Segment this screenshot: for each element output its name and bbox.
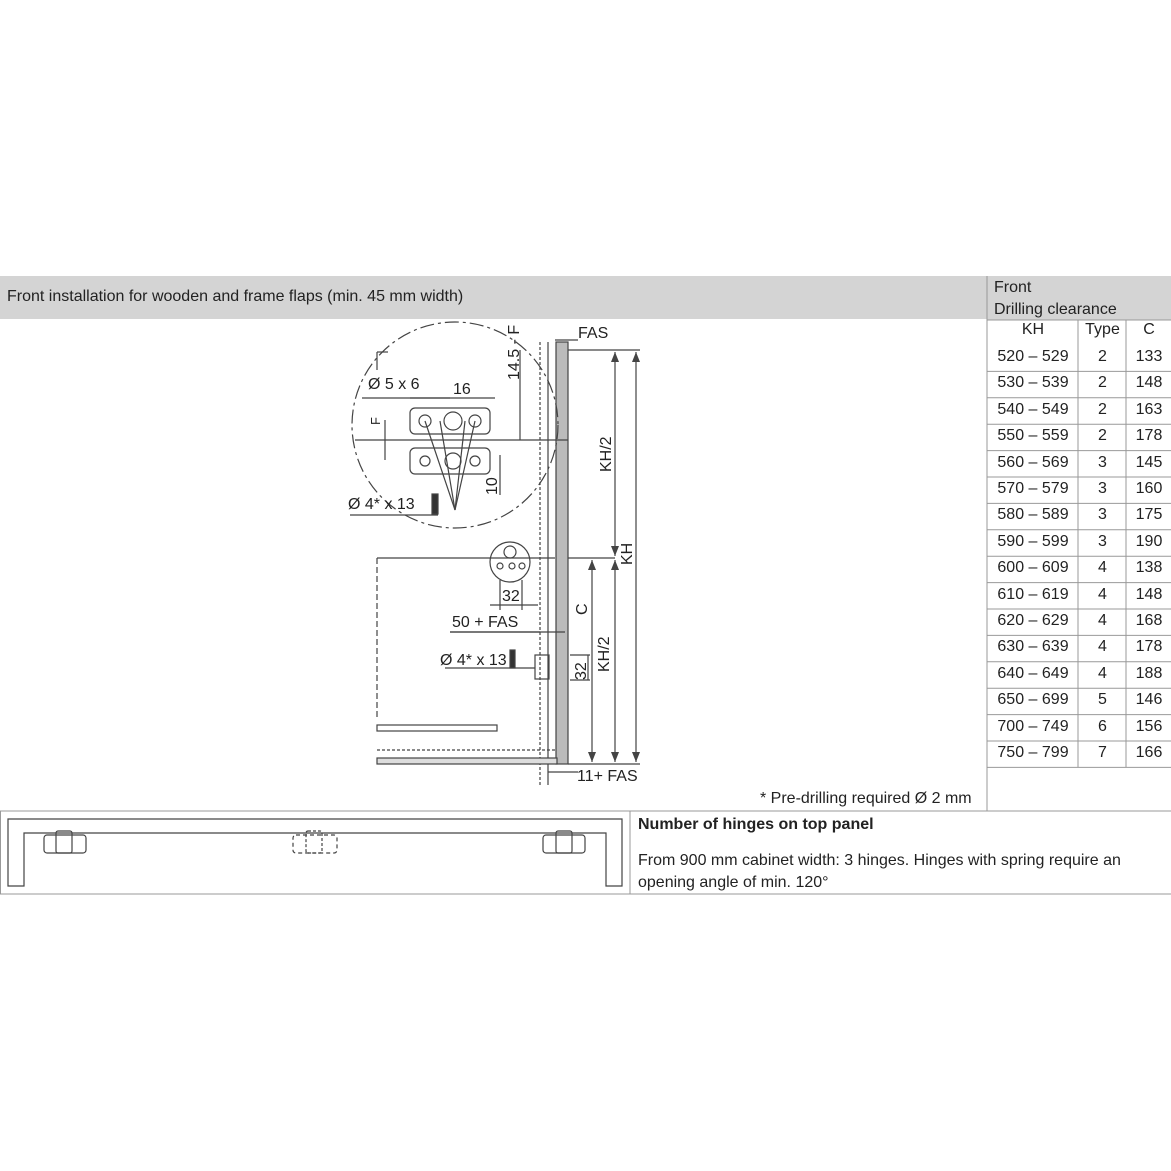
table-cell: 175: [1135, 506, 1163, 524]
table-cell: 4: [1098, 664, 1107, 682]
table-header-bg: [987, 276, 1171, 320]
table-cell: 550 – 559: [997, 427, 1069, 445]
column-header-kh: KH: [1021, 321, 1045, 338]
table-cell: 600 – 609: [997, 559, 1069, 577]
label-dim-16: 16: [453, 381, 471, 398]
hinge-icon-middle: [292, 834, 338, 854]
hinge-count-text: From 900 mm cabinet width: 3 hinges. Hin…: [638, 852, 1121, 891]
table-cell: 650 – 699: [997, 691, 1069, 709]
table-cell: 160: [1135, 480, 1163, 497]
table-cell: 2: [1098, 348, 1107, 365]
screw-icon-bottom: [509, 649, 516, 669]
hinge-plate-upper: [409, 407, 491, 435]
table-cell: 4: [1098, 559, 1107, 577]
table-cell: 166: [1135, 744, 1163, 761]
top-panel-drawing: [7, 818, 623, 887]
hinge-icon-left: [43, 834, 87, 854]
table-cell: 540 – 549: [997, 400, 1069, 418]
table-cell: 148: [1135, 374, 1163, 392]
page-title: Front installation for wooden and frame …: [7, 288, 464, 305]
table-cell: 630 – 639: [997, 638, 1069, 656]
table-cell: 620 – 629: [997, 612, 1069, 629]
cabinet-bottom: [376, 757, 558, 765]
table-cell: 700 – 749: [997, 717, 1069, 735]
label-dim-32-a: 32: [502, 588, 520, 605]
table-cell: 188: [1135, 664, 1163, 682]
table-cell: 138: [1135, 559, 1163, 577]
label-kh-half-bottom: KH/2: [596, 636, 613, 672]
table-caption-drilling: Drilling clearance: [994, 301, 1117, 318]
column-header-type: Type: [1085, 321, 1120, 338]
table-cell: 3: [1098, 453, 1107, 471]
label-screw-bottom: Ø 4* x 13: [440, 652, 507, 669]
column-header-c: C: [1143, 321, 1155, 338]
shelf: [376, 724, 498, 732]
table-cell: 4: [1098, 638, 1107, 656]
table-cell: 163: [1135, 400, 1163, 418]
table-cell: 178: [1135, 638, 1163, 656]
table-cell: 146: [1135, 691, 1163, 709]
hinge-icon-right: [542, 834, 586, 854]
label-dim-c: C: [574, 603, 591, 615]
table-cell: 156: [1135, 717, 1163, 735]
table-cell: 7: [1098, 744, 1107, 761]
table-cell: 750 – 799: [997, 744, 1069, 761]
label-dim-32-b: 32: [573, 662, 590, 680]
table-cell: 640 – 649: [997, 664, 1069, 682]
table-cell: 133: [1135, 348, 1163, 365]
screw-icon-top: [431, 493, 439, 515]
hinge-count-title: Number of hinges on top panel: [638, 816, 874, 833]
detail-circle: [351, 321, 559, 529]
table-cell: 3: [1098, 532, 1107, 550]
label-dim-10: 10: [484, 477, 501, 495]
table-cell: 2: [1098, 374, 1107, 392]
table-cell: 178: [1135, 427, 1163, 445]
table-cell: 3: [1098, 480, 1107, 497]
table-cell: 2: [1098, 400, 1107, 418]
table-cell: 148: [1135, 585, 1163, 603]
table-cell: 2: [1098, 427, 1107, 445]
header-bar: [0, 276, 987, 319]
table-cell: 590 – 599: [997, 532, 1069, 550]
mounting-plate: [534, 654, 550, 680]
table-cell: 3: [1098, 506, 1107, 524]
label-hole-dia: Ø 5 x 6: [368, 376, 420, 393]
label-fas-11: 11+ FAS: [577, 768, 638, 785]
label-screw-top: Ø 4* x 13: [348, 496, 415, 513]
label-dim-145f: 14.5 - F: [506, 325, 523, 380]
table-cell: 190: [1135, 532, 1163, 550]
footnote: * Pre-drilling required Ø 2 mm: [760, 790, 972, 807]
table-cell: 145: [1135, 453, 1163, 471]
hinge-plate-lower: [409, 447, 491, 475]
table-caption-front: Front: [994, 279, 1032, 296]
label-dim-f: F: [368, 417, 383, 425]
table-cell: 570 – 579: [997, 480, 1069, 497]
table-cell: 530 – 539: [997, 374, 1069, 392]
label-fas-50: 50 + FAS: [452, 614, 518, 631]
table-cell: 4: [1098, 612, 1107, 629]
table-cell: 580 – 589: [997, 506, 1069, 524]
table-cell: 520 – 529: [997, 348, 1069, 365]
label-fas-top: FAS: [578, 325, 608, 342]
table-cell: 560 – 569: [997, 453, 1069, 471]
table-cell: 5: [1098, 691, 1107, 709]
label-kh: KH: [619, 543, 636, 565]
table-cell: 610 – 619: [997, 585, 1069, 603]
label-kh-half-top: KH/2: [598, 436, 615, 472]
lower-hinge: [489, 541, 531, 583]
table-cell: 168: [1135, 612, 1163, 629]
flap-panel: [555, 341, 569, 765]
table-cell: 6: [1098, 717, 1107, 735]
table-cell: 4: [1098, 585, 1107, 603]
